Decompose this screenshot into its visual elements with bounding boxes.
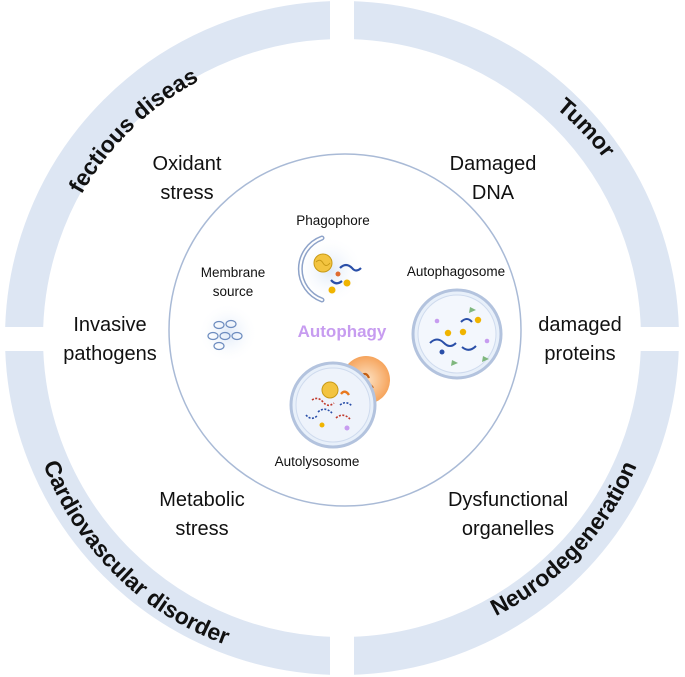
ring-gap-top [330, 0, 354, 60]
label-organelles-line2: organelles [462, 518, 554, 540]
label-oxidant-line2: stress [160, 182, 213, 204]
center-circle [168, 153, 522, 507]
protein-strand-icon [339, 263, 362, 272]
autophagosome: Autophagosome [407, 264, 505, 380]
ring-label-cardiovascular: Cardiovascular disorder [39, 456, 234, 649]
autophagosome-label: Autophagosome [407, 264, 505, 279]
label-dna-line1: Damaged [450, 153, 537, 175]
label-proteins-line1: damaged [538, 314, 621, 336]
autolysosome-label: Autolysosome [275, 454, 360, 469]
membrane-source: Membrane source [198, 265, 265, 363]
autophagy-title: Autophagy [298, 322, 387, 341]
label-proteins-line2: proteins [544, 343, 615, 365]
membrane-label-line2: source [213, 284, 254, 299]
label-metabolic-line1: Metabolic [159, 489, 245, 511]
stress-labels: Oxidant stress Damaged DNA Invasive path… [63, 153, 621, 540]
label-metabolic-line2: stress [175, 518, 228, 540]
membrane-label-line1: Membrane [201, 265, 266, 280]
autolysosome: Autolysosome [275, 356, 390, 469]
label-organelles-line1: Dysfunctional [448, 489, 568, 511]
label-dna-line2: DNA [472, 182, 515, 204]
label-pathogens-line2: pathogens [63, 343, 156, 365]
label-pathogens-line1: Invasive [73, 314, 146, 336]
phagophore-label: Phagophore [296, 213, 370, 228]
phagophore: Phagophore [296, 213, 370, 304]
membrane-vesicles-icon [207, 319, 243, 351]
ring-gap-bottom [330, 617, 354, 677]
label-oxidant-line1: Oxidant [153, 153, 222, 175]
phagophore-glow [296, 236, 364, 304]
ring-gap-right [625, 327, 685, 351]
ring-gap-left [0, 327, 60, 351]
